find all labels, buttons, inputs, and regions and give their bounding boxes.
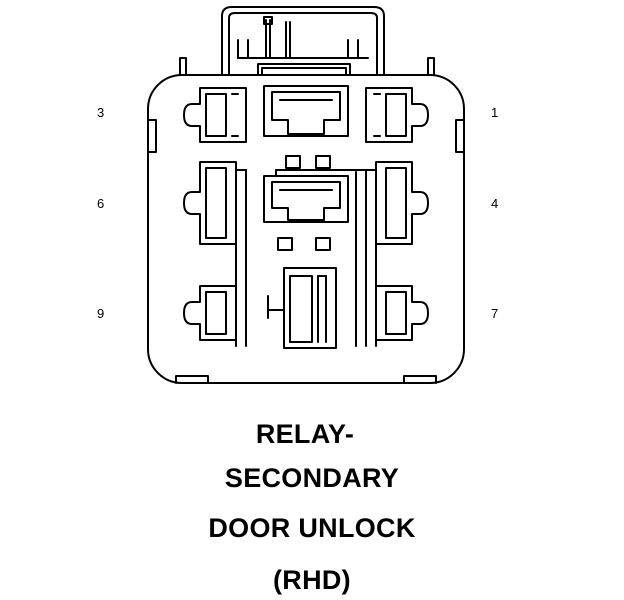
cavity-pin-6: [183, 161, 237, 245]
corner-peg-left: [179, 57, 187, 76]
bottom-foot-left: [175, 375, 209, 384]
pin-label-3: 3: [97, 105, 104, 120]
caption-line-4: (RHD): [273, 565, 351, 595]
bottom-foot-right: [403, 375, 437, 384]
caption-line-1: RELAY-: [255, 419, 355, 449]
pad-top-left: [285, 155, 301, 169]
cavity-center-middle: [263, 169, 349, 223]
center-divider: [235, 169, 377, 347]
pin-label-6: 6: [97, 196, 104, 211]
cavity-center-bottom: [267, 267, 337, 349]
pad-bottom-left: [277, 237, 293, 251]
cavity-pin-4: [375, 161, 429, 245]
pad-top-right: [315, 155, 331, 169]
cavity-pin-9: [183, 285, 237, 341]
pin-label-9: 9: [97, 306, 104, 321]
connector-housing: [147, 74, 465, 384]
cavity-pin-1: [365, 87, 429, 143]
side-clip-left: [147, 119, 157, 153]
connector-latch: [221, 6, 385, 76]
pin-label-4: 4: [491, 196, 498, 211]
pin-label-1: 1: [491, 105, 498, 120]
pad-bottom-right: [315, 237, 331, 251]
cavity-top-center: [263, 85, 349, 137]
pin-label-7: 7: [491, 306, 498, 321]
corner-peg-right: [427, 57, 435, 76]
cavity-pin-7: [375, 285, 429, 341]
side-clip-right: [455, 119, 465, 153]
cavity-pin-3: [183, 87, 247, 143]
caption-line-3: DOOR UNLOCK: [208, 513, 416, 543]
caption-line-2: SECONDARY: [224, 463, 400, 493]
